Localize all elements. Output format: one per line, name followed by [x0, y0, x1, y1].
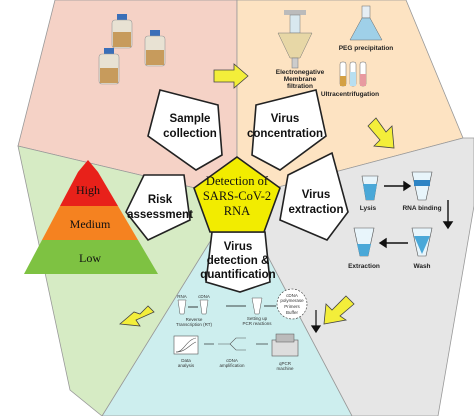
detection-flow-arrows: [310, 310, 322, 334]
amplification-icon: [204, 337, 268, 351]
amp-label-2: amplification: [219, 363, 245, 368]
rna-label: RNA: [177, 294, 187, 299]
setup-label-2: PCR reactions: [242, 321, 272, 326]
mix-label-2: polymerase: [280, 298, 304, 303]
rt-tubes-icon: [177, 299, 209, 315]
lysis-tube-icon: [361, 175, 379, 201]
center-label-3: RNA: [224, 204, 250, 218]
virus-extraction-label-2: extraction: [289, 204, 344, 216]
peg-flask-icon: [349, 5, 383, 41]
data-label-1: Data: [181, 358, 191, 363]
risk-assessment-label-1: Risk: [148, 194, 173, 206]
extraction-tube-icon: [353, 227, 375, 257]
qpcr-label-2: machine: [276, 366, 294, 371]
virus-detection-label-3: quantification: [200, 269, 275, 281]
risk-assessment-label-2: assessment: [127, 209, 193, 221]
data-label-2: analysis: [178, 363, 195, 368]
sample-bottles-icon: [98, 14, 166, 85]
flow-arrow-detection-to-risk: [119, 305, 155, 327]
rna-binding-label: RNA binding: [402, 205, 441, 212]
pcr-tube-icon: [226, 297, 276, 315]
qpcr-machine-icon: [271, 333, 299, 357]
risk-medium-label: Medium: [70, 217, 111, 231]
virus-concentration-label-1: Virus: [271, 113, 300, 125]
mix-label-1: cDNA: [286, 293, 298, 298]
ultra-label: Ultracentrifugation: [321, 91, 379, 98]
setup-label-1: Setting up: [247, 316, 268, 321]
mix-label-3: Primers: [284, 304, 300, 309]
extraction-label: Extraction: [348, 263, 380, 270]
amp-label-1: cDNA: [226, 358, 238, 363]
flow-arrow-extraction-to-detection: [323, 295, 355, 325]
virus-extraction-label-1: Virus: [302, 189, 331, 201]
flow-arrow-sample-to-concentration: [213, 63, 249, 89]
sample-collection-label-2: collection: [163, 128, 217, 140]
virus-detection-label-2: detection &: [207, 255, 270, 267]
risk-low-label: Low: [79, 251, 101, 265]
risk-assessment-panel: [125, 174, 191, 241]
wash-label: Wash: [413, 263, 430, 270]
membrane-label-3: filtration: [287, 83, 313, 90]
rt-label-2: Transcription (RT): [176, 322, 213, 327]
pcr-mix-circle: [276, 288, 308, 320]
lysis-label: Lysis: [360, 205, 377, 212]
membrane-filtration-icon: [277, 10, 313, 69]
cdna-label: cDNA: [198, 294, 210, 299]
sample-collection-panel: [147, 89, 223, 171]
peg-label: PEG precipitation: [339, 45, 394, 52]
risk-pyramid: [24, 160, 158, 274]
rt-label-1: Reverse: [186, 317, 203, 322]
virus-extraction-panel: [279, 151, 349, 241]
sample-collection-label-1: Sample: [170, 113, 211, 125]
data-analysis-icon: [173, 335, 199, 355]
wash-tube-icon: [411, 227, 433, 257]
risk-high-label: High: [76, 183, 100, 197]
qpcr-label-1: qPCR: [279, 361, 292, 366]
extraction-flow-arrows: [378, 180, 454, 249]
membrane-label-2: Membrane: [284, 76, 317, 83]
center-label-1: Detection of: [206, 174, 269, 188]
virus-concentration-label-2: concentration: [247, 128, 323, 140]
ultracentrifugation-tubes-icon: [339, 61, 367, 87]
virus-concentration-panel: [251, 89, 327, 171]
virus-detection-label-1: Virus: [224, 241, 253, 253]
center-pentagon: [193, 156, 281, 233]
mix-label-4: Buffer: [286, 310, 298, 315]
center-label-2: SARS-CoV-2: [203, 189, 271, 203]
membrane-label-1: Electronegative: [276, 69, 325, 76]
flow-arrow-concentration-to-extraction: [367, 117, 395, 149]
rna-binding-tube-icon: [411, 171, 433, 201]
